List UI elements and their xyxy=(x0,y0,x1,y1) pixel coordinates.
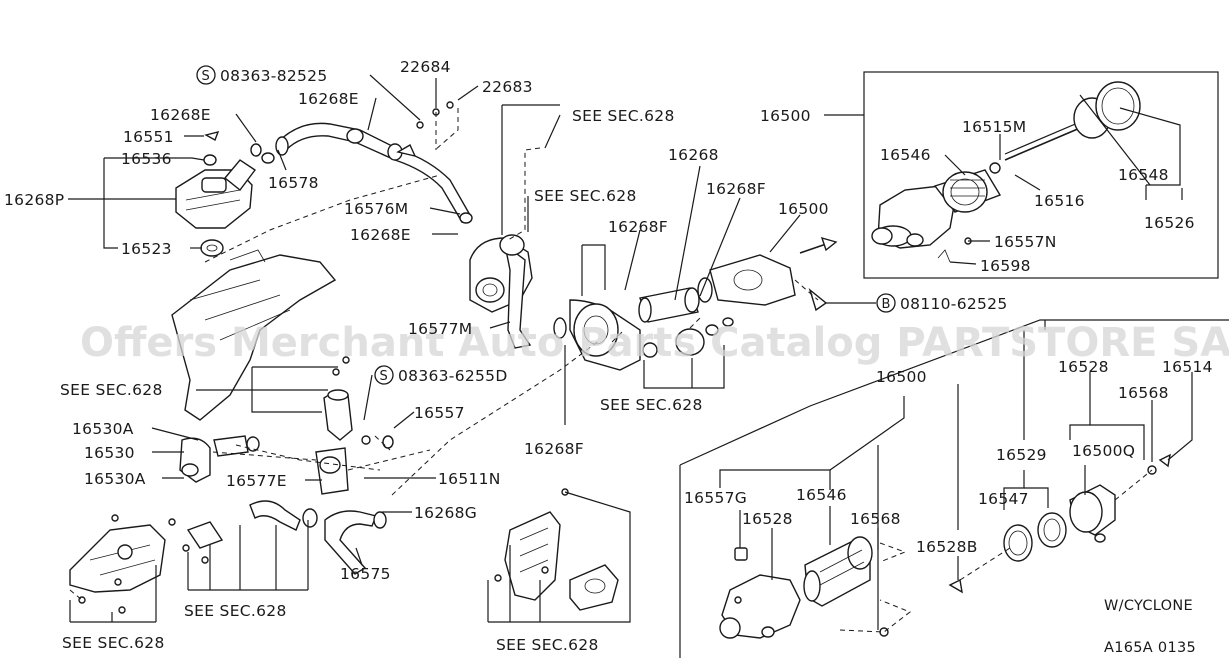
label-16528-1: 16528 xyxy=(1058,358,1109,376)
label-see-sec-628-5: SEE SEC.628 xyxy=(184,602,287,620)
label-16514: 16514 xyxy=(1162,358,1213,376)
label-16551: 16551 xyxy=(123,128,174,146)
label-16528-2: 16528 xyxy=(742,510,793,528)
b-symbol-text: B xyxy=(882,297,891,312)
label-16268E-1: 16268E xyxy=(150,106,211,124)
label-16268E-3: 16268E xyxy=(350,226,411,244)
intake-duct-drawing xyxy=(469,234,838,371)
label-16268G: 16268G xyxy=(414,504,477,522)
label-16500-2: 16500 xyxy=(876,368,927,386)
label-16530A-1: 16530A xyxy=(72,420,134,438)
label-08363-6255D: 08363-6255D xyxy=(398,367,508,385)
label-16523: 16523 xyxy=(121,240,172,258)
label-16268F-3: 16268F xyxy=(524,440,584,458)
label-16500-inset: 16500 xyxy=(760,107,811,125)
inset-air-cleaner-drawing xyxy=(871,81,1141,263)
s-symbol-1 xyxy=(196,65,216,85)
label-16575: 16575 xyxy=(340,565,391,583)
label-16536: 16536 xyxy=(121,150,172,168)
label-see-sec-628-6: SEE SEC.628 xyxy=(62,634,165,652)
label-22683: 22683 xyxy=(482,78,533,96)
label-16557: 16557 xyxy=(414,404,465,422)
label-16268: 16268 xyxy=(668,146,719,164)
label-16568-1: 16568 xyxy=(1118,384,1169,402)
s-symbol-2-text: S xyxy=(380,369,388,384)
label-see-sec-628-3: SEE SEC.628 xyxy=(60,381,163,399)
breather-cap-drawing xyxy=(175,130,275,257)
label-see-sec-628-4: SEE SEC.628 xyxy=(600,396,703,414)
label-16598: 16598 xyxy=(980,257,1031,275)
label-08110-62525: 08110-62525 xyxy=(900,295,1008,313)
label-16526: 16526 xyxy=(1144,214,1195,232)
label-16268E-2: 16268E xyxy=(298,90,359,108)
breather-hose-drawing xyxy=(275,101,473,224)
label-16557N: 16557N xyxy=(994,233,1057,251)
label-22684: 22684 xyxy=(400,58,451,76)
label-16515M: 16515M xyxy=(962,118,1026,136)
mount-bracket-drawing xyxy=(69,514,224,614)
label-16529: 16529 xyxy=(996,446,1047,464)
cyclone-note: W/CYCLONE xyxy=(1104,598,1193,614)
s-symbol-1-text: S xyxy=(202,69,210,84)
label-16548: 16548 xyxy=(1118,166,1169,184)
label-16577M: 16577M xyxy=(408,320,472,338)
label-16557G: 16557G xyxy=(684,489,747,507)
watermark: Offers Merchant Auto Parts Catalog PARTS… xyxy=(80,320,1229,366)
label-16500Q: 16500Q xyxy=(1072,442,1135,460)
label-16546: 16546 xyxy=(796,486,847,504)
label-08363-82525: 08363-82525 xyxy=(220,67,328,85)
label-16547: 16547 xyxy=(978,490,1029,508)
lower-pipes-drawing xyxy=(179,356,394,575)
inset-box xyxy=(863,71,1219,279)
label-16500-1: 16500 xyxy=(778,200,829,218)
label-16268F-2: 16268F xyxy=(706,180,766,198)
label-16511N: 16511N xyxy=(438,470,501,488)
cyclone-parts-drawing xyxy=(719,453,1171,639)
diagram-code: A165A 0135 xyxy=(1104,640,1196,656)
label-16576M: 16576M xyxy=(344,200,408,218)
b-symbol xyxy=(876,293,896,313)
center-bracket-drawing xyxy=(494,488,619,611)
label-see-sec-628-2: SEE SEC.628 xyxy=(534,187,637,205)
label-16530A-2: 16530A xyxy=(84,470,146,488)
label-see-sec-628-1: SEE SEC.628 xyxy=(572,107,675,125)
label-16268F-1: 16268F xyxy=(608,218,668,236)
label-16530: 16530 xyxy=(84,444,135,462)
label-16546-inset: 16546 xyxy=(880,146,931,164)
s-symbol-2 xyxy=(374,365,394,385)
label-16268P: 16268P xyxy=(4,191,64,209)
label-16578: 16578 xyxy=(268,174,319,192)
label-16577E: 16577E xyxy=(226,472,287,490)
label-16516: 16516 xyxy=(1034,192,1085,210)
cam-cover-drawing xyxy=(171,249,337,421)
label-16568-2: 16568 xyxy=(850,510,901,528)
label-see-sec-628-7: SEE SEC.628 xyxy=(496,636,599,654)
label-16528B: 16528B xyxy=(916,538,978,556)
